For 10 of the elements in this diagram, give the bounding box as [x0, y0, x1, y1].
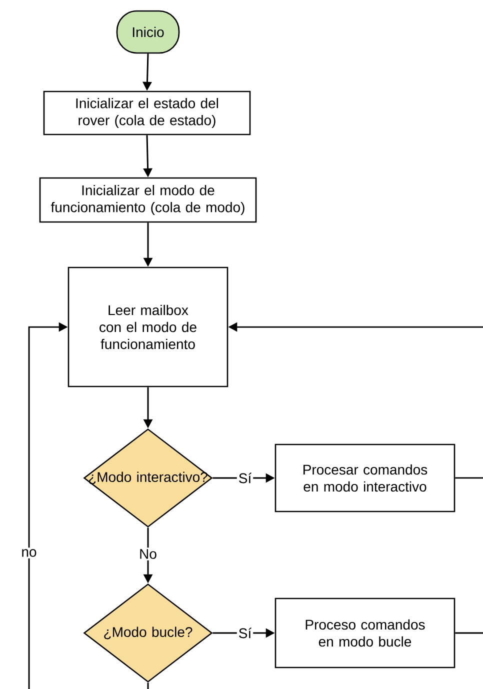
edge-label: Sí: [236, 626, 254, 640]
process-box: Leer mailbox con el modo de funcionamiento: [68, 266, 228, 388]
process-box: Inicializar el estado del rover (cola de estado): [43, 90, 251, 136]
edge-label: Sí: [236, 471, 254, 485]
process-box: Proceso comandos en modo bucle: [274, 598, 456, 668]
edge-label: no: [20, 548, 38, 558]
process-box: Procesar comandos en modo interactivo: [274, 444, 456, 512]
edge-label: No: [138, 548, 158, 560]
process-box: Inicializar el modo de funcionamiento (cola de modo): [39, 177, 257, 223]
start-terminal: Inicio: [116, 10, 180, 54]
